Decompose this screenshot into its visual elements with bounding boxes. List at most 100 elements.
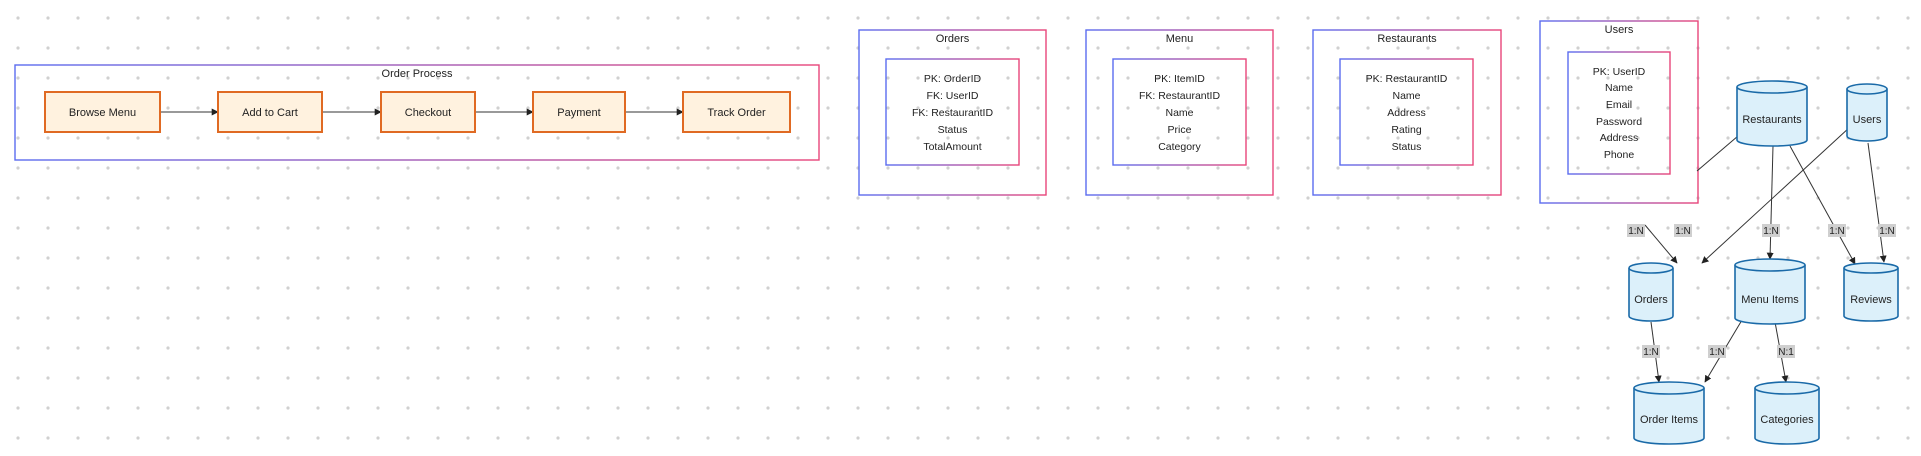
grid-dot <box>856 16 860 20</box>
grid-dot <box>976 196 980 200</box>
step-add-to-cart[interactable]: Add to Cart <box>217 91 323 133</box>
grid-dot <box>466 346 470 350</box>
grid-dot <box>676 16 680 20</box>
grid-dot <box>1456 436 1460 440</box>
grid-dot <box>16 196 20 200</box>
grid-dot <box>646 46 650 50</box>
grid-dot <box>1636 166 1640 170</box>
db-table-orders[interactable]: Orders <box>1628 262 1674 322</box>
grid-dot <box>1006 16 1010 20</box>
step-payment[interactable]: Payment <box>532 91 626 133</box>
grid-dot <box>1426 46 1430 50</box>
grid-dot <box>1306 286 1310 290</box>
grid-dot <box>1186 46 1190 50</box>
step-track-order[interactable]: Track Order <box>682 91 791 133</box>
grid-dot <box>586 46 590 50</box>
grid-dot <box>376 346 380 350</box>
grid-dot <box>766 256 770 260</box>
grid-dot <box>406 346 410 350</box>
grid-dot <box>466 166 470 170</box>
grid-dot <box>586 346 590 350</box>
grid-dot <box>1816 46 1820 50</box>
grid-dot <box>1546 136 1550 140</box>
grid-dot <box>286 376 290 380</box>
db-table-restaurants[interactable]: Restaurants <box>1736 80 1808 147</box>
grid-dot <box>676 136 680 140</box>
db-table-users[interactable]: Users <box>1846 83 1888 142</box>
grid-dot <box>1396 226 1400 230</box>
grid-dot <box>1696 16 1700 20</box>
entity-field: Password <box>1596 116 1642 128</box>
grid-dot <box>856 286 860 290</box>
entity-orders[interactable]: Orders PK: OrderID FK: UserID FK: Restau… <box>858 29 1047 196</box>
grid-dot <box>1066 136 1070 140</box>
grid-dot <box>826 406 830 410</box>
grid-dot <box>706 16 710 20</box>
grid-dot <box>1486 346 1490 350</box>
grid-dot <box>1126 256 1130 260</box>
grid-dot <box>256 256 260 260</box>
grid-dot <box>1096 46 1100 50</box>
grid-dot <box>1426 136 1430 140</box>
grid-dot <box>556 46 560 50</box>
grid-dot <box>1216 226 1220 230</box>
grid-dot <box>76 136 80 140</box>
grid-dot <box>1486 136 1490 140</box>
grid-dot <box>1276 106 1280 110</box>
grid-dot <box>1036 436 1040 440</box>
grid-dot <box>1666 166 1670 170</box>
grid-dot <box>1276 406 1280 410</box>
db-table-order-items[interactable]: Order Items <box>1633 381 1705 445</box>
grid-dot <box>646 196 650 200</box>
grid-dot <box>1186 406 1190 410</box>
entity-field: Name <box>1165 107 1193 119</box>
grid-dot <box>196 196 200 200</box>
grid-dot <box>1246 196 1250 200</box>
db-table-reviews[interactable]: Reviews <box>1843 262 1899 322</box>
grid-dot <box>586 256 590 260</box>
grid-dot <box>76 406 80 410</box>
grid-dot <box>646 106 650 110</box>
step-browse-menu[interactable]: Browse Menu <box>44 91 161 133</box>
grid-dot <box>1396 376 1400 380</box>
grid-dot <box>1456 286 1460 290</box>
grid-dot <box>1066 166 1070 170</box>
grid-dot <box>526 286 530 290</box>
grid-dot <box>166 106 170 110</box>
grid-dot <box>796 166 800 170</box>
grid-dot <box>286 226 290 230</box>
grid-dot <box>376 376 380 380</box>
edge-users-to-reviews <box>1867 142 1887 263</box>
step-label: Add to Cart <box>242 107 298 119</box>
db-table-categories[interactable]: Categories <box>1754 381 1820 445</box>
grid-dot <box>436 136 440 140</box>
step-checkout[interactable]: Checkout <box>380 91 476 133</box>
entity-menu[interactable]: Menu PK: ItemID FK: RestaurantID Name Pr… <box>1085 29 1274 196</box>
grid-dot <box>1396 136 1400 140</box>
grid-dot <box>946 316 950 320</box>
grid-dot <box>1366 406 1370 410</box>
entity-restaurants[interactable]: Restaurants PK: RestaurantID Name Addres… <box>1312 29 1502 196</box>
grid-dot <box>556 376 560 380</box>
grid-dot <box>346 316 350 320</box>
entity-frame <box>1312 29 1502 196</box>
grid-dot <box>1786 256 1790 260</box>
relationship-label-orders-order-items: 1:N <box>1642 345 1660 358</box>
relationship-label-users-reviews: 1:N <box>1878 224 1896 237</box>
grid-dot <box>1306 16 1310 20</box>
grid-dot <box>466 316 470 320</box>
grid-dot <box>1276 136 1280 140</box>
grid-dot <box>136 196 140 200</box>
grid-dot <box>1246 106 1250 110</box>
grid-dot <box>1306 376 1310 380</box>
db-table-menu-items[interactable]: Menu Items <box>1734 258 1806 325</box>
grid-dot <box>1636 136 1640 140</box>
grid-dot <box>226 346 230 350</box>
grid-dot <box>286 166 290 170</box>
grid-dot <box>196 286 200 290</box>
grid-dot <box>166 226 170 230</box>
entity-users[interactable]: Users PK: UserID Name Email Password Add… <box>1539 20 1699 204</box>
grid-dot <box>1786 166 1790 170</box>
grid-dot <box>586 436 590 440</box>
grid-dot <box>1636 76 1640 80</box>
